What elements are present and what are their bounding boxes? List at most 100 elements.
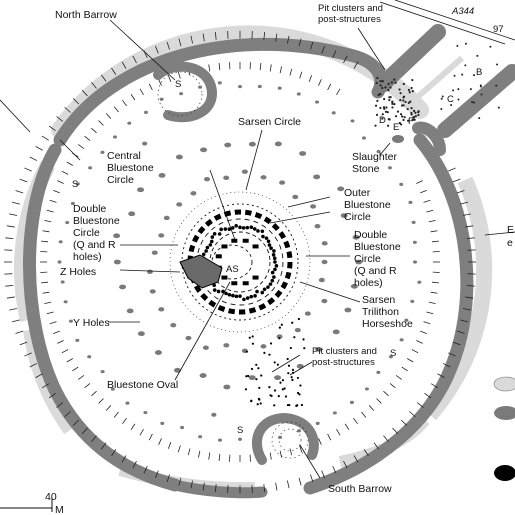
hachure-tick: [263, 31, 266, 40]
hachure-tick: [6, 296, 15, 299]
label-s-west: S: [72, 179, 78, 190]
post-hole: [298, 393, 301, 396]
avenue-post-hole: [456, 44, 459, 47]
avenue-post-hole: [469, 88, 472, 91]
hachure-tick: [275, 482, 278, 491]
entrance-post-hole: [376, 99, 379, 102]
post-hole: [287, 372, 290, 375]
post-hole: [284, 395, 288, 398]
y-hole: [119, 284, 127, 290]
sarsen-lintel: [286, 251, 293, 259]
aubrey-hole: [388, 355, 393, 359]
hachure-tick: [395, 375, 403, 380]
aubrey-hole: [63, 300, 68, 304]
aubrey-hole: [364, 387, 369, 391]
entrance-post-hole: [398, 121, 401, 125]
post-hole: [260, 374, 263, 377]
trilithon-stone: [215, 254, 222, 259]
hachure-tick: [166, 41, 170, 50]
hachure-tick: [100, 74, 107, 82]
avenue-post-hole: [489, 45, 492, 48]
legend-swatches: [493, 376, 515, 481]
aubrey-hole: [410, 299, 415, 303]
y-hole: [315, 347, 323, 352]
hachure-tick: [15, 330, 24, 334]
bluestone: [267, 243, 272, 247]
y-hole: [223, 384, 231, 390]
entrance-post-hole: [387, 82, 390, 85]
label-e: E: [393, 122, 399, 133]
avenue-post-hole: [476, 54, 479, 57]
sarsen-lintel: [278, 231, 287, 240]
aubrey-hole: [180, 425, 185, 430]
aubrey-hole: [413, 260, 418, 264]
bluestone: [272, 275, 276, 279]
trilithon-stone: [252, 244, 259, 249]
entrance-post-hole: [387, 117, 390, 121]
hachure-tick: [452, 178, 461, 183]
post-hole: [287, 364, 291, 367]
hachure-tick: [122, 417, 127, 425]
y-hole: [299, 151, 307, 156]
y-hole: [113, 259, 121, 265]
hachure-tick: [167, 75, 172, 82]
hachure-tick: [198, 450, 201, 458]
hachure-tick: [442, 363, 451, 368]
entrance-post-hole: [386, 124, 390, 127]
hachure-tick: [42, 230, 50, 233]
post-hole: [281, 379, 285, 382]
y-hole: [248, 375, 256, 381]
post-hole: [250, 367, 254, 371]
post-hole: [297, 317, 300, 321]
hachure-tick: [456, 190, 465, 194]
label-d: D: [379, 115, 386, 126]
hachure-tick: [383, 435, 389, 442]
post-hole: [250, 400, 253, 403]
entrance-post-hole: [410, 107, 413, 110]
hachure-tick: [344, 423, 350, 430]
hachure-tick: [53, 330, 60, 335]
sarsen-lintel: [197, 226, 206, 235]
y-hole: [128, 211, 136, 217]
hachure-tick: [392, 427, 399, 435]
post-hole: [269, 394, 272, 397]
hachure-tick: [208, 452, 211, 460]
hachure-tick: [289, 448, 293, 456]
post-hole: [296, 376, 300, 380]
hachure-tick: [49, 321, 57, 325]
entrance-post-hole: [379, 92, 382, 96]
aubrey-hole: [65, 220, 70, 225]
entrance-post-hole: [381, 113, 384, 116]
hachure-tick: [214, 31, 217, 40]
label-slaughter-stone: Slaughter Stone: [352, 151, 400, 175]
hachure-tick: [400, 419, 408, 426]
post-hole: [259, 402, 262, 405]
avenue-post-hole: [471, 101, 474, 104]
label-north-barrow: North Barrow: [55, 9, 117, 21]
hachure-tick: [321, 470, 325, 479]
aubrey-hole: [57, 260, 62, 264]
entrance-post-hole: [402, 82, 405, 86]
bluestone: [262, 287, 267, 292]
entrance-post-hole: [374, 104, 378, 107]
bluestone: [252, 227, 257, 231]
hachure-tick: [218, 453, 221, 461]
hachure-tick: [353, 61, 359, 69]
aubrey-hole: [58, 240, 63, 244]
hachure-tick: [24, 167, 32, 172]
avenue-post-hole: [457, 88, 460, 91]
label-pit-clusters-bottom: Pit clusters and post-structures: [312, 346, 380, 368]
entrance-post-hole: [396, 110, 400, 113]
bluestone: [261, 234, 265, 239]
avenue-post-hole: [473, 101, 476, 104]
y-hole: [200, 147, 208, 153]
bluestone: [238, 225, 242, 230]
hachure-tick: [178, 38, 182, 47]
hachure-tick: [462, 213, 471, 216]
bluestone: [256, 229, 260, 233]
hachure-tick: [426, 209, 434, 213]
z-hole: [149, 289, 156, 294]
entrance-post-hole: [402, 104, 405, 107]
entrance-post-hole: [399, 98, 402, 102]
hachure-tick: [336, 428, 341, 436]
